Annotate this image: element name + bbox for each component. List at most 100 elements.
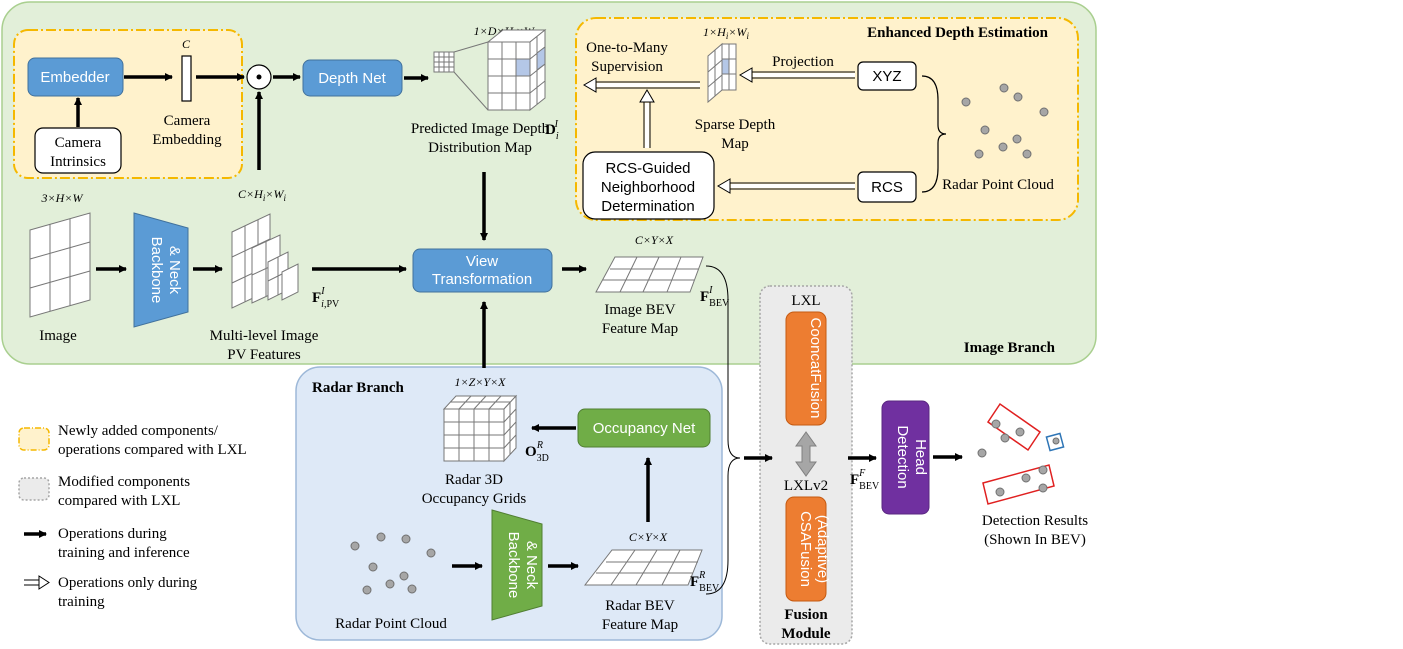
xyz-label: XYZ (872, 68, 901, 85)
radar-branch-title: Radar Branch (312, 380, 404, 396)
fusion-lxl-label: LXL (791, 293, 820, 309)
radar-point-cloud-bottom-label: Radar Point Cloud (335, 616, 447, 632)
radar-3d-line1: Radar 3D (445, 472, 503, 488)
occupancy-net-label: Occupancy Net (593, 420, 696, 437)
image-bev-line1: Image BEV (604, 302, 675, 318)
concat-fusion-label: CooncatFusion (807, 318, 824, 419)
fusion-lxlv2-label: LXLv2 (784, 478, 828, 494)
fusion-module-line2: Module (781, 626, 831, 642)
csa-fusion-line1: CSAFusion (797, 511, 814, 587)
camera-embedding-vector (181, 55, 192, 102)
radar-bev-dims: C×Y×X (629, 530, 668, 544)
guided-up-fill (645, 103, 649, 148)
depth-symbol: DiI (545, 119, 559, 142)
enhanced-depth-title: Enhanced Depth Estimation (867, 25, 1049, 41)
radar-point-cloud-top (961, 83, 1049, 159)
legend-train-only-line1: Operations only during (58, 575, 198, 591)
detection-results-line2: (Shown In BEV) (984, 532, 1086, 548)
pred-depth-cube (433, 28, 547, 112)
embedder-box[interactable] (27, 57, 124, 97)
one-to-many-line1: One-to-Many (586, 40, 668, 56)
view-transformation-line2: Transformation (432, 271, 532, 288)
image-backbone-box[interactable] (133, 212, 189, 328)
projection-label: Projection (772, 54, 834, 70)
occupancy-net-box[interactable] (577, 408, 711, 448)
radar-3d-line2: Occupancy Grids (422, 491, 527, 507)
rcs-guided-line2: Neighborhood (601, 179, 695, 196)
pv-features-stack (231, 213, 299, 309)
legend-newly-added-swatch (18, 427, 50, 451)
pv-features-line2: PV Features (227, 347, 301, 363)
projection-arrow-fill (753, 73, 855, 77)
legend-train-only-line2: training (58, 594, 105, 610)
rcs-arrow-fill (731, 184, 855, 188)
image-dims: 3×H×W (41, 191, 84, 205)
legend-hollow-arrow (24, 575, 50, 590)
sparse-dims: 1×Hi×Wi (703, 25, 749, 41)
depth-net-box[interactable] (302, 59, 403, 97)
sparse-depth-line1: Sparse Depth (695, 117, 776, 133)
fusion-module-line1: Fusion (784, 607, 828, 623)
legend-newly-added-line2: operations compared with LXL (58, 442, 247, 458)
one-to-many-line2: Supervision (591, 59, 663, 75)
rcs-arrow-head (717, 178, 731, 194)
radar-backbone-box[interactable] (491, 509, 543, 621)
rcs-guided-box[interactable] (582, 151, 715, 220)
embedder-label: Embedder (40, 69, 109, 86)
rcs-label: RCS (871, 179, 903, 196)
camera-embedding-line2: Embedding (152, 132, 222, 148)
c-label: C (182, 37, 191, 51)
detection-results-line1: Detection Results (982, 513, 1088, 529)
multiply-dot (256, 74, 262, 80)
rcs-guided-line1: RCS-Guided (605, 160, 690, 177)
radar-bev-grid (583, 549, 703, 586)
xyz-box[interactable] (857, 61, 917, 91)
pred-depth-line1: Predicted Image Depth (411, 121, 550, 137)
concat-fusion-box[interactable] (785, 311, 827, 426)
bev-merge-brace (705, 265, 741, 595)
sparse-depth-map (707, 42, 737, 104)
camera-intrinsics-line2: Intrinsics (50, 154, 106, 170)
detection-head-box[interactable] (881, 400, 930, 515)
legend-newly-added-line1: Newly added components/ (58, 423, 219, 439)
radar-bev-line1: Radar BEV (605, 598, 675, 614)
legend-modified-line2: compared with LXL (58, 493, 180, 509)
image-bev-grid (595, 256, 704, 293)
camera-intrinsics-box[interactable] (34, 127, 122, 174)
guided-up-head (639, 89, 655, 103)
rcs-guided-line3: Determination (601, 198, 694, 215)
legend-modified-line1: Modified components (58, 474, 190, 490)
supervision-arrow-head (583, 77, 597, 93)
fusion-double-arrow (795, 431, 817, 477)
input-image-grid (29, 212, 91, 318)
legend-train-infer-line2: training and inference (58, 545, 190, 561)
image-branch-title: Image Branch (964, 340, 1056, 356)
rcs-box[interactable] (857, 171, 917, 203)
camera-intrinsics-line1: Camera (55, 135, 102, 151)
pv-dims: C×Hi×Wi (238, 187, 286, 203)
projection-arrow-head (739, 67, 753, 83)
supervision-arrow-fill (597, 83, 700, 87)
pv-features-line1: Multi-level Image (210, 328, 319, 344)
legend: Newly added components/ operations compa… (18, 423, 247, 610)
camera-embedding-line1: Camera (164, 113, 211, 129)
radar-brace (921, 75, 947, 193)
pred-depth-line2: Distribution Map (428, 140, 532, 156)
legend-train-infer-line1: Operations during (58, 526, 167, 542)
radar-point-cloud-top-label: Radar Point Cloud (942, 177, 1054, 193)
fused-symbol: FBEVF (850, 468, 880, 492)
csa-fusion-line2: (Adaptive) (814, 515, 831, 583)
radar-bev-line2: Feature Map (602, 617, 678, 633)
sparse-depth-line2: Map (721, 136, 749, 152)
detection-results-visual (977, 402, 1065, 505)
view-transformation-line1: View (466, 253, 498, 270)
detection-head-line1: Detection (894, 425, 911, 488)
depth-net-label: Depth Net (318, 70, 386, 87)
radar-backbone-line1: Backbone (505, 532, 522, 599)
image-bev-line2: Feature Map (602, 321, 678, 337)
view-transformation-box[interactable] (412, 248, 553, 293)
image-backbone-line2: & Neck (166, 246, 183, 295)
occ-dims: 1×Z×Y×X (454, 375, 506, 389)
csa-fusion-box[interactable] (785, 496, 827, 602)
